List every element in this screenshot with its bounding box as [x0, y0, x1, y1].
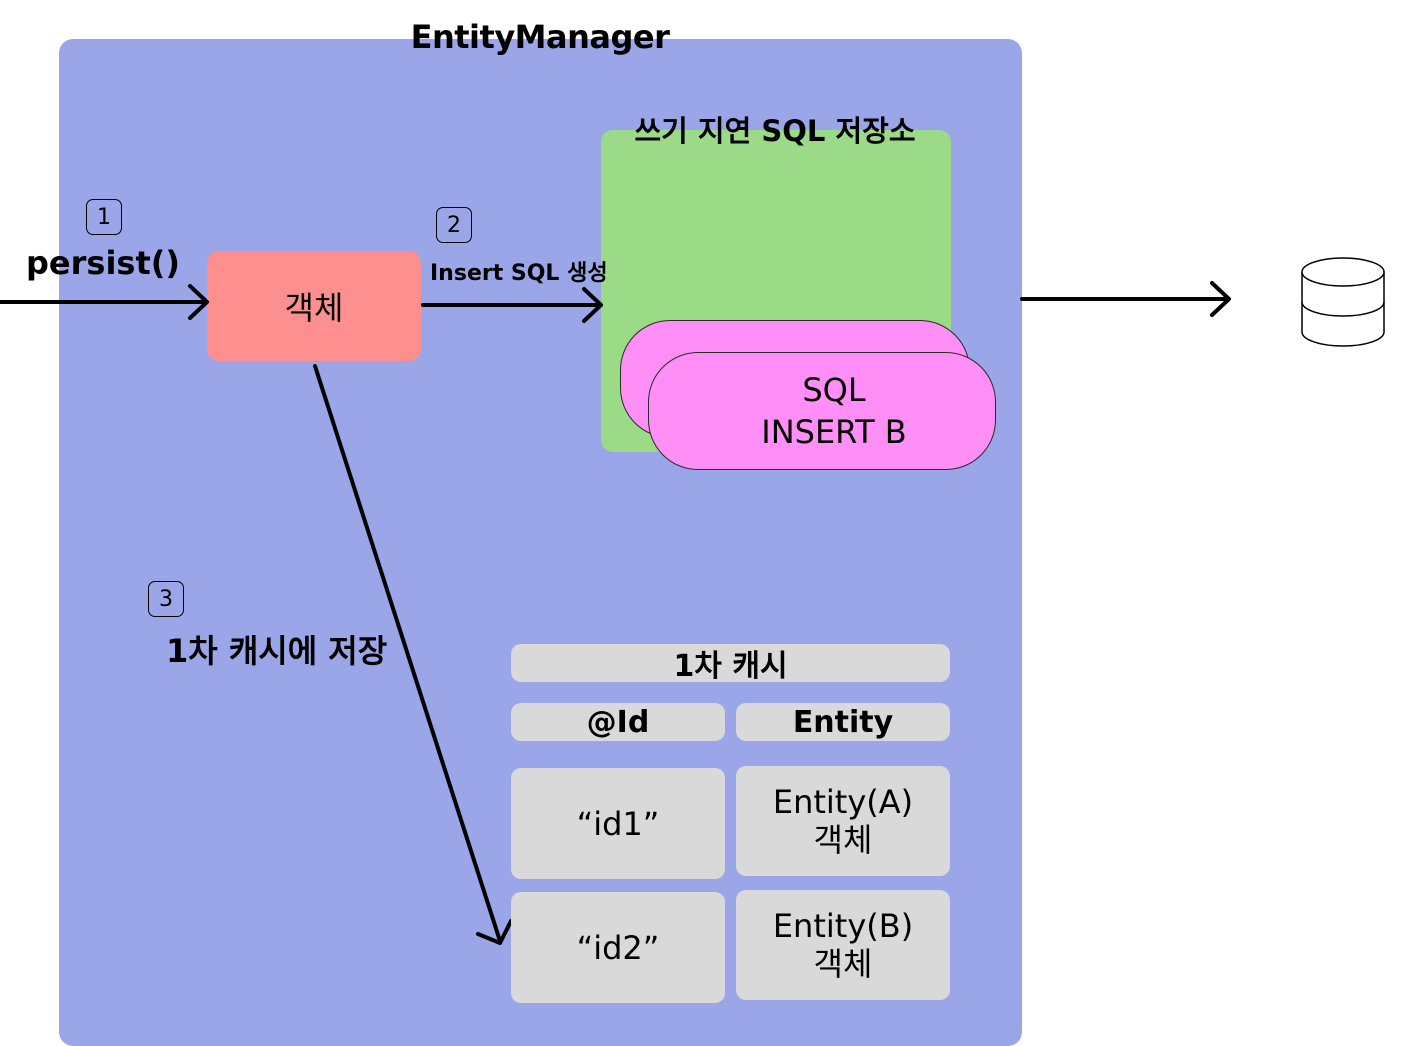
flush-arrowhead: [1210, 281, 1231, 317]
insert-sql-arrowhead: [582, 287, 603, 323]
cache-row-2-id: “id2”: [511, 892, 725, 1003]
step-1-number: 1: [97, 204, 111, 230]
cache-row-1-entity-suffix: 객체: [813, 821, 873, 859]
step-2-badge: 2: [436, 207, 472, 243]
database-icon: [1301, 257, 1385, 347]
step-3-label: 1차 캐시에 저장: [166, 632, 388, 670]
cache-row-2-id-text: “id2”: [576, 928, 660, 967]
step-2-number: 2: [447, 212, 461, 238]
cache-header-entity: Entity: [736, 703, 950, 741]
sql-card: SQL INSERT B: [648, 352, 996, 470]
cache-row-1-entity: Entity(A) 객체: [736, 766, 950, 876]
cache-store-arrow-line: [313, 364, 502, 943]
cache-header-entity-text: Entity: [792, 704, 894, 740]
cache-row-2-entity: Entity(B) 객체: [736, 890, 950, 1000]
cache-header-id: @Id: [511, 703, 725, 741]
cache-store-arrowhead: [476, 919, 513, 945]
step-3-number: 3: [159, 586, 173, 612]
entity-object-label: 객체: [284, 289, 344, 327]
cache-row-2-entity-name: Entity(B): [772, 907, 914, 945]
step-2-label: Insert SQL 생성: [430, 261, 608, 286]
cache-header-id-text: @Id: [586, 704, 650, 740]
cache-row-1-id-text: “id1”: [576, 804, 660, 843]
step-1-badge: 1: [86, 199, 122, 235]
sql-card-line2: INSERT B: [761, 413, 907, 451]
cache-row-2-entity-suffix: 객체: [813, 945, 873, 983]
cache-row-1-id: “id1”: [511, 768, 725, 879]
write-delay-sql-store-title: 쓰기 지연 SQL 저장소: [634, 114, 916, 148]
entity-manager-title: EntityManager: [410, 18, 670, 56]
sql-card-line1: SQL: [802, 371, 866, 409]
first-level-cache-title-text: 1차 캐시: [673, 649, 788, 684]
first-level-cache-title: 1차 캐시: [511, 644, 950, 684]
entity-object-box: 객체: [207, 251, 421, 361]
step-3-badge: 3: [148, 581, 184, 617]
step-1-label: persist(): [26, 244, 180, 282]
cache-row-1-entity-name: Entity(A): [772, 783, 914, 821]
persist-arrowhead: [188, 284, 209, 320]
